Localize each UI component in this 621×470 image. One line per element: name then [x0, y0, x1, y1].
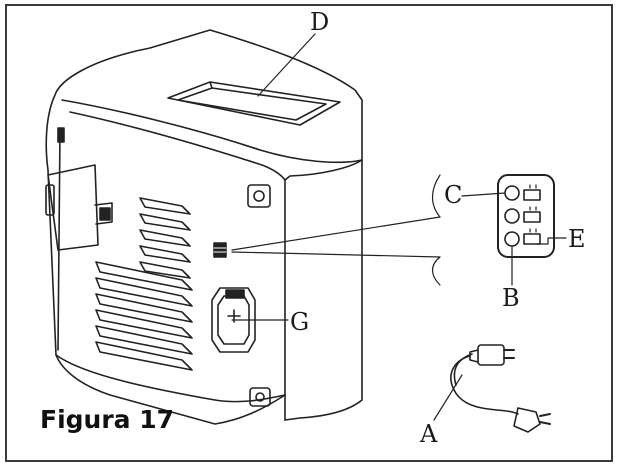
handle-opening [167, 81, 341, 126]
leader-lines [231, 33, 567, 421]
vent-slats-upper [139, 197, 191, 279]
zoom-lines [231, 174, 441, 286]
side-door [45, 127, 113, 251]
label-d: D [310, 8, 329, 36]
leader-c [461, 192, 506, 197]
leader-e [535, 237, 567, 245]
power-cord [450, 344, 551, 433]
figure-frame [5, 4, 613, 462]
label-b: B [502, 284, 520, 312]
label-a: A [419, 420, 438, 448]
label-e: E [568, 225, 586, 253]
vent-slats-lower [95, 261, 193, 371]
device-housing [45, 29, 363, 425]
corner-mounts [247, 184, 271, 407]
leader-a [433, 374, 463, 421]
leader-d [257, 33, 316, 97]
label-g: G [290, 308, 309, 336]
figure-caption: Figura 17 [40, 405, 175, 434]
switch-block [213, 242, 227, 258]
label-c: C [444, 181, 462, 209]
switch-panel [497, 174, 555, 258]
